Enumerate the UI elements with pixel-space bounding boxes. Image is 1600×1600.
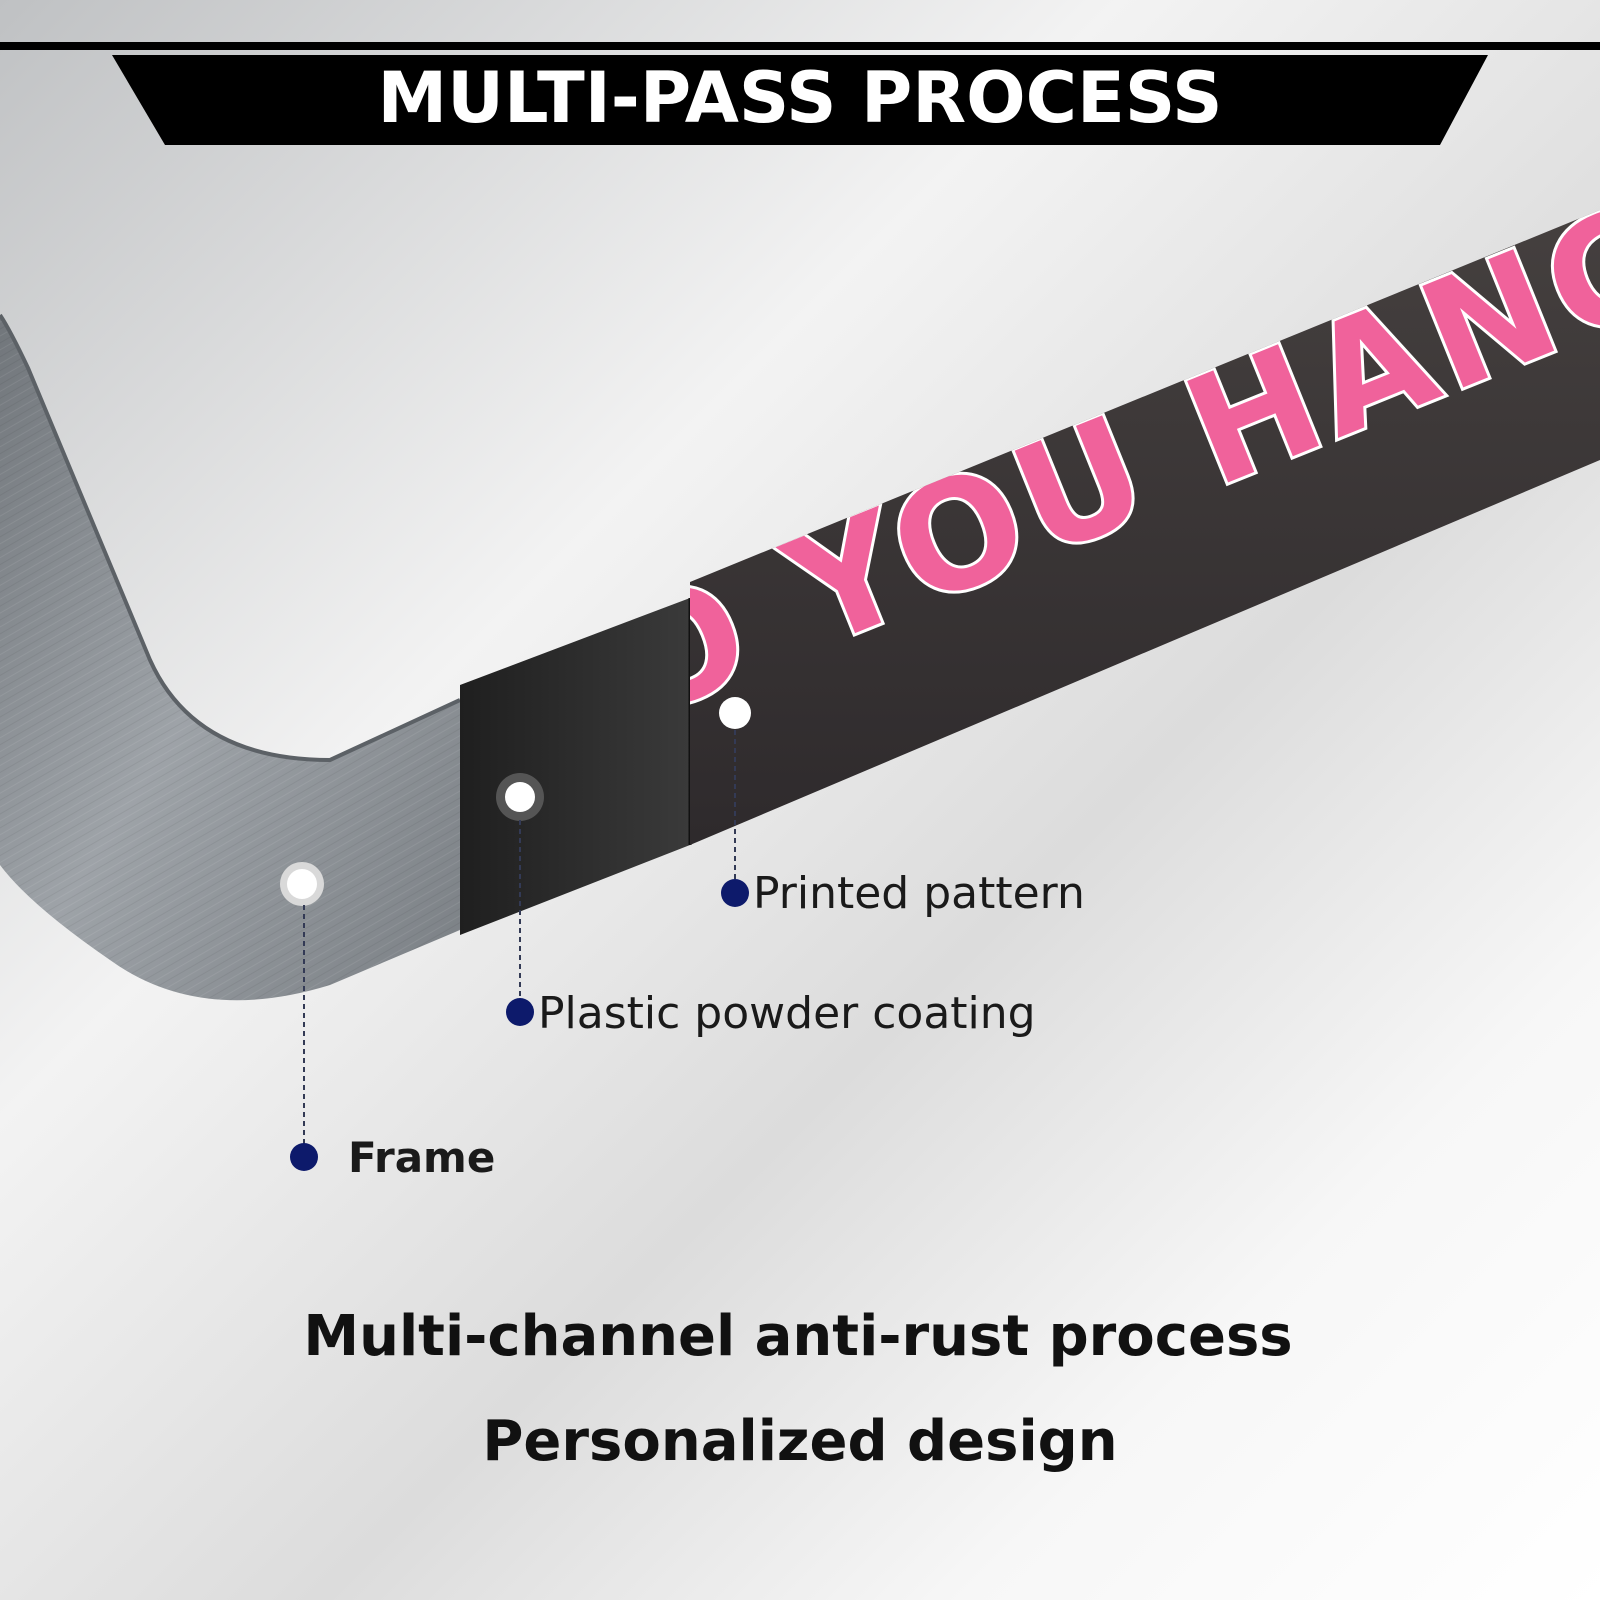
marker-dot [290, 1143, 318, 1171]
callout-label-coating: Plastic powder coating [538, 988, 1036, 1039]
marker-dot [721, 879, 749, 907]
footer-line-1: Multi-channel anti-rust process [303, 1304, 1292, 1369]
pattern-hole [719, 697, 751, 729]
header-banner: MULTI-PASS PROCESS [0, 42, 1600, 145]
frame-part [0, 290, 461, 1001]
callout-printed-pattern: Printed pattern [721, 868, 1085, 919]
callout-coating: Plastic powder coating [506, 988, 1036, 1039]
header-title: MULTI-PASS PROCESS [377, 57, 1222, 139]
mounting-holes [280, 697, 751, 906]
footer: Multi-channel anti-rust process Personal… [303, 1304, 1292, 1474]
footer-line-2: Personalized design [482, 1409, 1117, 1474]
marker-dot [506, 998, 534, 1026]
callout-label-frame: Frame [348, 1133, 495, 1182]
callout-lines [303, 730, 736, 1155]
callout-frame: Frame [290, 1133, 495, 1182]
callout-label-printed: Printed pattern [753, 868, 1085, 919]
